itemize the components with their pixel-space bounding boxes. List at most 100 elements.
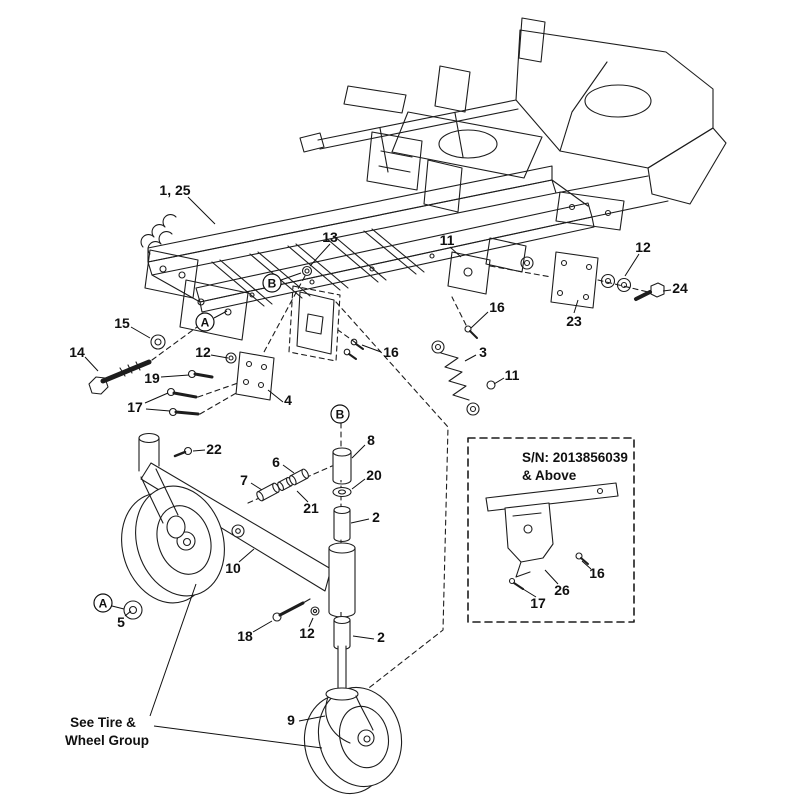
leader-line [149,583,197,717]
ref-circle-B [330,404,350,424]
leader-line [522,588,537,598]
part-label-17: 17 [127,399,143,415]
tire-note-line2: Wheel Group [65,733,149,748]
spacer-stack [332,447,352,543]
front-left-spring-bracket [140,214,249,341]
leader-line [581,560,592,570]
leader-line [145,408,171,412]
part-label-8: 8 [367,432,375,448]
part-label-21: 21 [303,500,319,516]
leader-line [464,354,477,362]
part-label-12: 12 [635,239,651,255]
leader-line [351,478,366,490]
leader-line [361,344,382,353]
part-label-10: 10 [225,560,241,576]
part-label-7: 7 [240,472,248,488]
leader-line [282,464,295,474]
plate-23-hardware [489,191,665,309]
part-label-26: 26 [554,582,570,598]
leader-line [351,444,366,459]
leader-line [350,518,370,524]
part-label-9: 9 [287,712,295,728]
section-boundary-dashed [335,301,449,699]
part-label-20: 20 [366,467,382,483]
part-label-15: 15 [114,315,130,331]
leader-line [449,246,462,258]
part-label-23: 23 [566,313,582,329]
leader-line [573,299,579,314]
front-brackets [447,237,534,295]
leader-line [153,725,323,749]
part-label-16: 16 [383,344,399,360]
part-label-3: 3 [479,344,487,360]
leader-line [250,482,263,491]
leader-line [470,311,489,329]
leader-line [144,392,169,404]
leader-line [296,490,309,503]
ref-circle-A [93,593,113,613]
part-label-12: 12 [195,344,211,360]
left-wheel [121,485,225,604]
part-label-18: 18 [237,628,253,644]
leader-line [252,620,273,633]
leader-line [210,354,229,359]
mid-platform [299,65,543,213]
part-label-22: 22 [206,441,222,457]
bolt-13 [263,265,313,353]
lower-spacer-2 [333,615,351,651]
leader-line [267,389,284,403]
leader-line [187,196,216,225]
shock-absorber [431,296,496,416]
part-label-2: 2 [377,629,385,645]
leader-line [238,548,255,563]
leader-line [298,715,326,722]
part-label-4: 4 [284,392,292,408]
leader-line [280,272,302,281]
ref-letter-B: B [268,277,277,291]
part-label-14: 14 [69,344,85,360]
part-label-17: 17 [530,595,546,611]
leader-line [124,610,132,617]
leader-line [160,374,190,378]
leader-line [352,635,375,640]
part-label-11: 11 [505,367,520,383]
part-label-19: 19 [144,370,160,386]
ref-letter-A: A [201,316,210,330]
small-spacers [256,468,309,502]
part-label-1-25: 1, 25 [159,182,190,198]
leader-line [192,449,206,452]
caster-fork [325,645,374,744]
leader-line [309,243,331,267]
bolts-16-mid [337,329,364,360]
part-label-12: 12 [299,625,315,641]
leader-line [308,617,314,628]
bracket-4-hardware [166,351,275,417]
part-label-6: 6 [272,454,280,470]
leader-line [544,569,559,585]
leader-line [111,605,125,610]
sn-detail-box [467,437,635,623]
rear-deck [515,17,727,205]
leader-line [624,253,640,277]
sn-note-line2: & Above [522,468,577,483]
part-label-5: 5 [117,614,125,630]
frame-rails [147,165,669,313]
part-label-24: 24 [672,280,688,296]
part-label-2: 2 [372,509,380,525]
ref-circle-A [195,312,215,332]
part-label-11: 11 [440,232,455,248]
ref-letter-B: B [336,408,345,422]
part-label-16: 16 [589,565,605,581]
leader-line [662,289,672,292]
ref-circle-B [262,273,282,293]
part-label-13: 13 [322,229,338,245]
leader-line [213,310,228,319]
leader-line [493,377,505,385]
small-hardware-bottom [123,446,320,622]
caster-mount-bracket [288,285,341,362]
leader-line [130,326,151,339]
part-label-16: 16 [489,299,505,315]
